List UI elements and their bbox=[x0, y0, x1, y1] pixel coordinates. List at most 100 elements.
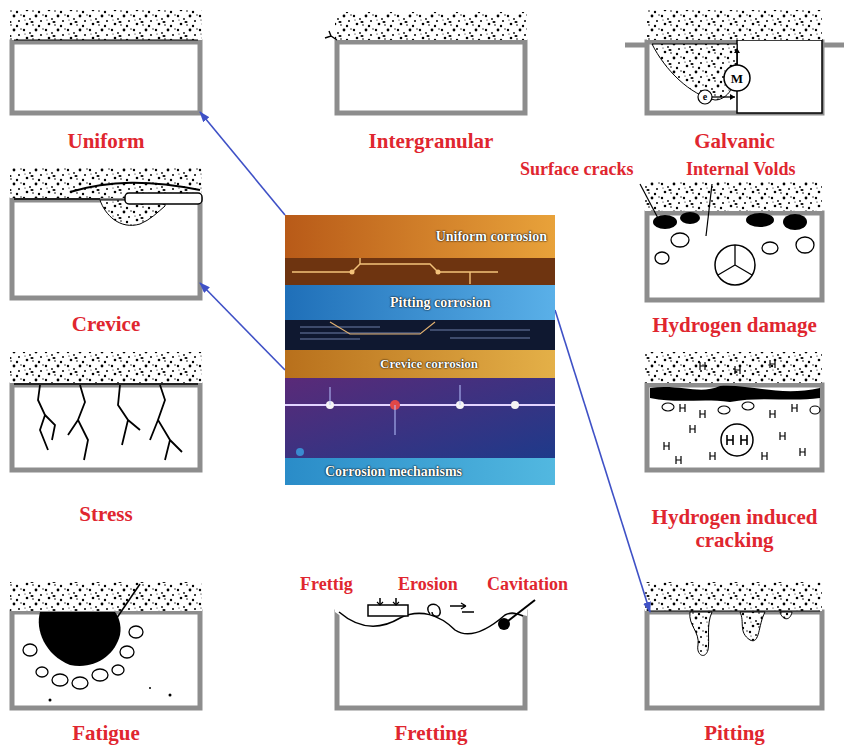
hydrogen-damage-figure-part bbox=[715, 245, 755, 285]
uniform-figure-part bbox=[14, 40, 198, 41]
corrosion-photo-part bbox=[436, 270, 441, 275]
pitting-figure-part bbox=[647, 612, 822, 708]
corrosion-photo-part bbox=[511, 401, 519, 409]
crevice-figure-part bbox=[14, 198, 100, 200]
crevice-figure-part bbox=[70, 183, 200, 192]
corrosion-type-label: Hydrogen induced cracking bbox=[637, 506, 832, 552]
fretting-figure-part bbox=[339, 612, 523, 634]
corrosion-photo-part bbox=[285, 378, 555, 458]
intergranular-figure-part bbox=[337, 42, 525, 113]
corrosion-band: Crevice corrosion bbox=[285, 350, 555, 378]
hydrogen-damage-figure-part bbox=[655, 252, 669, 264]
pitting-figure-part bbox=[690, 612, 712, 655]
corrosion-photo-part bbox=[350, 270, 355, 275]
stress-figure-part bbox=[38, 385, 182, 460]
corrosion-type-label: Intergranular bbox=[327, 130, 535, 153]
hydrogen-damage-figure-part bbox=[706, 184, 712, 236]
pitting-figure-part bbox=[780, 612, 792, 619]
fatigue-figure-part-part bbox=[52, 674, 68, 686]
hydrogen-damage-figure bbox=[640, 182, 822, 300]
fatigue-figure-part bbox=[10, 582, 202, 611]
hydrogen-cracking-figure bbox=[645, 352, 822, 470]
uniform-figure-part bbox=[12, 42, 200, 113]
fatigue-figure-part bbox=[149, 687, 151, 689]
intergranular-figure-part bbox=[325, 31, 337, 40]
corrosion-photo-part bbox=[285, 215, 555, 485]
fatigue-figure-part-part bbox=[120, 646, 134, 658]
fatigue-figure bbox=[10, 582, 202, 708]
fatigue-figure-part bbox=[23, 626, 143, 689]
corrosion-panel: Pitting bbox=[647, 612, 822, 747]
fretting-figure-part bbox=[428, 604, 440, 616]
stress-figure-part bbox=[10, 352, 202, 383]
fatigue-figure-part-part bbox=[36, 667, 48, 677]
pitting-figure-part bbox=[740, 612, 765, 641]
hydrogen-cracking-figure-part-part bbox=[810, 406, 820, 414]
pointer-arrow bbox=[200, 112, 285, 215]
hydrogen-damage-figure-part bbox=[783, 214, 807, 230]
fatigue-figure-part-part bbox=[72, 677, 88, 689]
pointer-arrow bbox=[555, 310, 650, 612]
corrosion-type-label: Crevice bbox=[2, 313, 210, 336]
band-title: Corrosion mechanisms bbox=[325, 464, 462, 480]
corrosion-panel: Fatigue bbox=[12, 612, 200, 747]
hydrogen-cracking-figure-part bbox=[664, 360, 805, 464]
fatigue-figure-part bbox=[39, 612, 121, 666]
hydrogen-damage-figure-part bbox=[671, 233, 689, 247]
corrosion-panel: Galvanic bbox=[647, 42, 822, 155]
galvanic-figure-part bbox=[698, 90, 712, 104]
galvanic-figure-part bbox=[647, 10, 822, 40]
hydrogen-damage-figure-part bbox=[647, 213, 822, 300]
symbol-letter: M bbox=[731, 72, 743, 85]
corrosion-type-label: Fretting bbox=[327, 722, 535, 745]
fatigue-figure-part-part bbox=[92, 669, 108, 681]
hydrogen-cracking-figure-part bbox=[727, 435, 747, 445]
hydrogen-cracking-figure-part-part bbox=[662, 403, 674, 411]
hydrogen-damage-figure-part bbox=[680, 212, 700, 224]
galvanic-figure-part bbox=[625, 43, 647, 48]
fatigue-figure-part-part bbox=[129, 626, 143, 638]
hydrogen-cracking-figure-part bbox=[647, 385, 822, 470]
corrosion-type-label: Hydrogen damage bbox=[637, 314, 832, 337]
pointer-arrow bbox=[200, 283, 285, 370]
fretting-figure-part bbox=[335, 608, 527, 634]
fatigue-figure-part bbox=[49, 699, 52, 702]
hydrogen-cracking-figure-part bbox=[721, 424, 753, 456]
hydrogen-cracking-figure-part-part bbox=[718, 406, 730, 414]
corrosion-band: Pitting corrosion bbox=[285, 285, 555, 320]
galvanic-figure-part bbox=[730, 94, 735, 100]
corrosion-photo-part bbox=[300, 327, 530, 339]
galvanic-figure-part bbox=[734, 48, 740, 53]
corrosion-panel: Hydrogen damage bbox=[647, 213, 822, 339]
corrosion-type-label: Galvanic bbox=[637, 130, 832, 153]
uniform-figure bbox=[10, 10, 202, 113]
pitting-figure bbox=[645, 582, 822, 708]
band-title: Uniform corrosion bbox=[436, 229, 547, 245]
crevice-figure bbox=[10, 168, 202, 298]
crevice-figure-part bbox=[12, 200, 200, 298]
corrosion-photo-part bbox=[285, 320, 555, 350]
fatigue-figure-part bbox=[12, 612, 200, 708]
fretting-figure-part bbox=[368, 605, 408, 616]
galvanic-figure-part bbox=[822, 43, 844, 48]
hydrogen-damage-figure-part bbox=[746, 213, 774, 227]
callout-label: Surface cracks bbox=[520, 160, 633, 180]
callout-label: Erosion bbox=[398, 575, 458, 595]
corrosion-type-label: Uniform bbox=[2, 130, 210, 153]
stress-figure-part bbox=[14, 383, 198, 385]
intergranular-figure-part bbox=[335, 12, 527, 40]
corrosion-panel: Stress bbox=[12, 385, 200, 528]
galvanic-figure-part bbox=[724, 65, 750, 91]
galvanic-figure-part bbox=[652, 44, 737, 100]
hydrogen-damage-figure-part bbox=[645, 182, 822, 211]
corrosion-panel: Uniform bbox=[12, 42, 200, 155]
galvanic-figure bbox=[625, 10, 844, 113]
stress-figure bbox=[10, 352, 202, 470]
corrosion-photo-part bbox=[296, 448, 304, 456]
fatigue-figure-part-part bbox=[112, 665, 124, 675]
corrosion-photo-part bbox=[330, 385, 460, 435]
fatigue-figure-part bbox=[169, 694, 172, 697]
corrosion-band: Uniform corrosion bbox=[285, 215, 555, 258]
